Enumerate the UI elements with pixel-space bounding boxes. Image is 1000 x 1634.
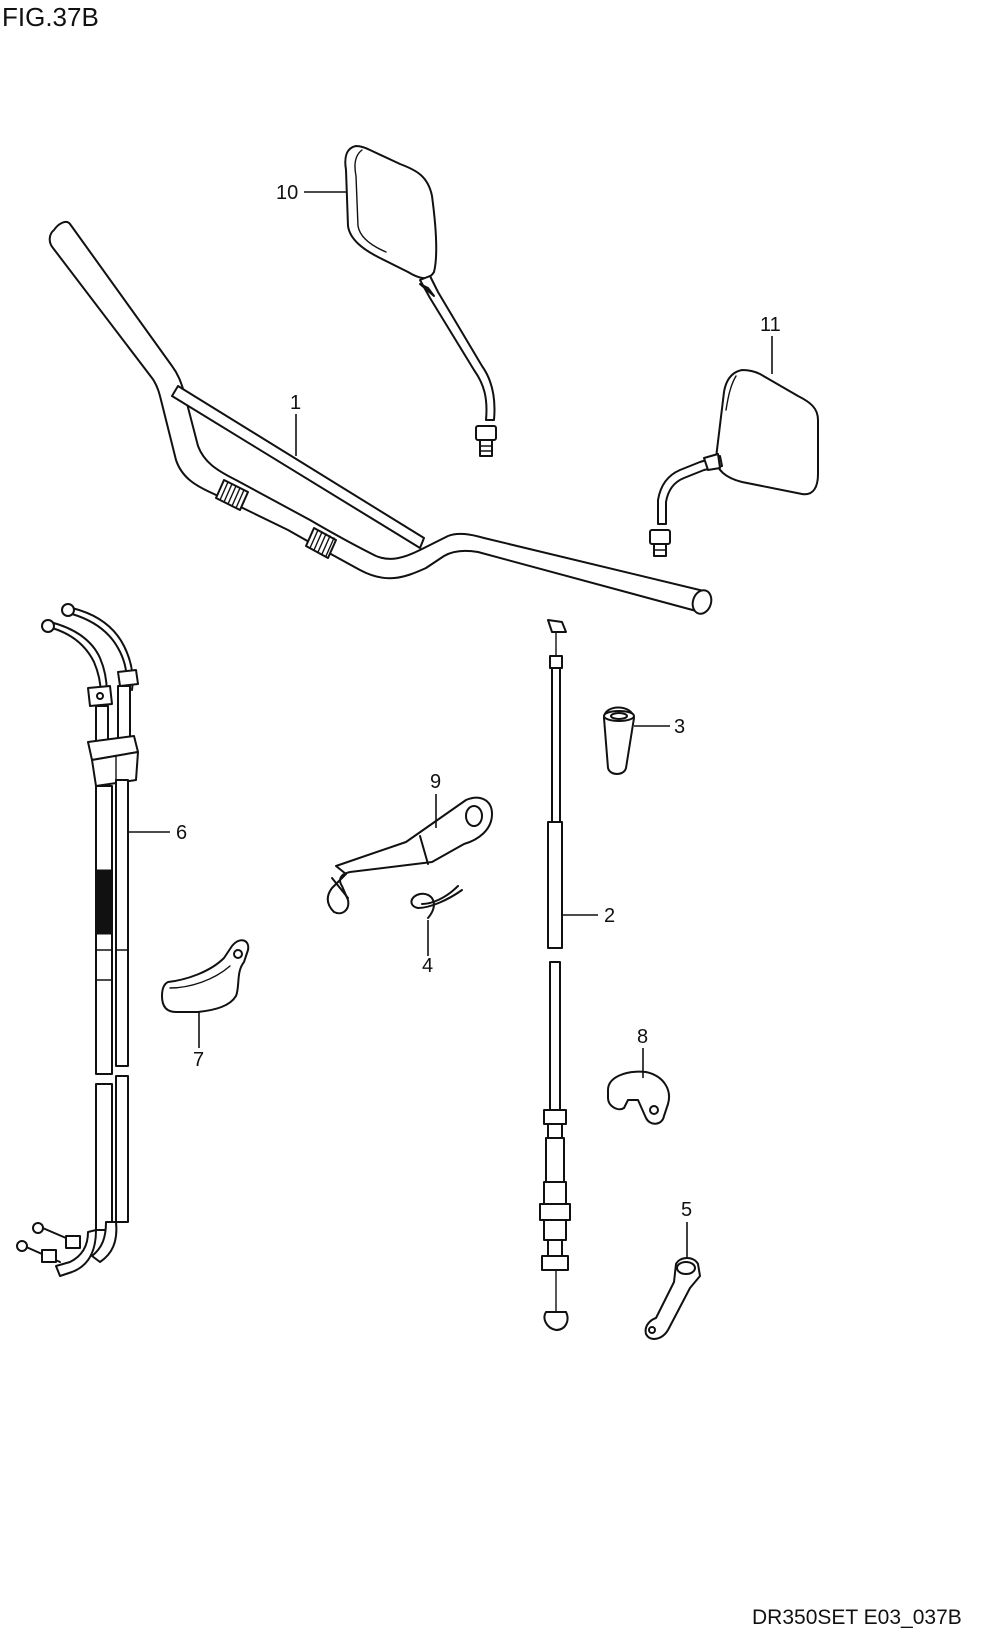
handlebar-part [48, 220, 713, 615]
knurl-left [215, 479, 249, 511]
callout-7: 7 [193, 1049, 204, 1071]
callout-1: 1 [290, 392, 301, 414]
callout-11: 11 [760, 314, 781, 336]
callout-5: 5 [681, 1199, 692, 1221]
leader-lines [128, 191, 773, 1258]
figure-code: DR350SET E03_037B [752, 1606, 962, 1629]
knurl-right [305, 527, 337, 559]
grip-cap-part [603, 706, 635, 775]
holder-part [326, 796, 493, 915]
figure-title: FIG.37B [2, 2, 99, 32]
callout-3: 3 [674, 716, 685, 738]
callout-9: 9 [430, 771, 441, 793]
callout-6: 6 [176, 822, 187, 844]
cable-guide-part [161, 939, 250, 1013]
clip-part [410, 885, 463, 919]
mirror-right-part [649, 369, 819, 557]
mirror-left-part [344, 145, 497, 457]
throttle-cable-part [16, 603, 139, 1277]
clamp-part [607, 1070, 670, 1125]
clutch-cable-part [539, 619, 571, 1331]
callout-4: 4 [422, 955, 433, 977]
lever-bracket-part [644, 1257, 701, 1340]
callout-2: 2 [604, 905, 615, 927]
callout-8: 8 [637, 1026, 648, 1048]
callout-10: 10 [276, 182, 298, 204]
